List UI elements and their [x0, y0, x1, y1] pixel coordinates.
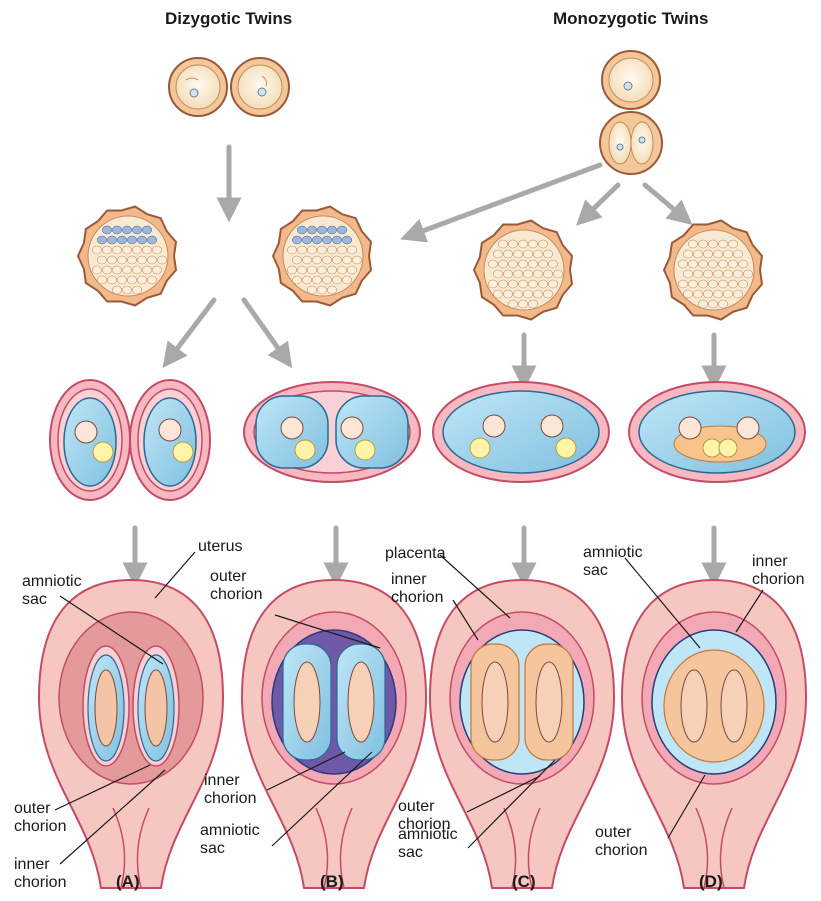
- panel-label-a: (A): [116, 872, 140, 892]
- label-line: amniotic: [398, 826, 458, 844]
- label-line: chorion: [595, 842, 647, 860]
- label-line: outer: [595, 824, 647, 842]
- uterus-diagram: [430, 580, 614, 888]
- label-line: amniotic: [583, 544, 643, 562]
- label-line: inner: [391, 571, 443, 589]
- zygote: [169, 58, 227, 116]
- label-placenta: placenta: [385, 545, 446, 563]
- label-line: chorion: [14, 874, 66, 892]
- zygote: [231, 58, 289, 116]
- blastocyst: [78, 207, 176, 306]
- label-line: sac: [398, 844, 458, 862]
- uterus-diagram: [622, 580, 806, 888]
- label-line: chorion: [752, 571, 804, 589]
- blastocyst: [474, 221, 572, 320]
- label-outer-chorion-d: outer chorion: [595, 824, 647, 860]
- dizygotic-zygotes: [169, 58, 289, 116]
- label-line: inner: [204, 772, 256, 790]
- panel-label-c: (C): [512, 872, 536, 892]
- separate-chorion-embryo: [50, 380, 130, 500]
- label-line: sac: [583, 562, 643, 580]
- monozygotic-zygotes: [600, 51, 662, 174]
- title-dizygotic: Dizygotic Twins: [165, 9, 292, 29]
- separate-chorion-embryo: [130, 380, 210, 500]
- blastocyst: [273, 207, 371, 306]
- label-line: outer: [398, 798, 450, 816]
- label-outer-chorion-b: outer chorion: [210, 568, 262, 604]
- arrow: [585, 185, 618, 217]
- label-line: inner: [14, 856, 66, 874]
- label-line: amniotic: [22, 573, 82, 591]
- label-uterus: uterus: [198, 538, 242, 556]
- embryo-C: [433, 382, 609, 482]
- label-line: outer: [14, 800, 66, 818]
- panel-label-b: (B): [320, 872, 344, 892]
- title-monozygotic: Monozygotic Twins: [553, 9, 709, 29]
- blastocyst: [664, 221, 762, 320]
- label-outer-chorion-a: outer chorion: [14, 800, 66, 836]
- embryo-D: [629, 382, 805, 482]
- label-inner-chorion-a: inner chorion: [14, 856, 66, 892]
- label-line: chorion: [204, 790, 256, 808]
- arrow: [170, 300, 214, 358]
- arrow: [244, 300, 285, 358]
- label-line: chorion: [14, 818, 66, 836]
- label-line: chorion: [210, 586, 262, 604]
- blastocysts: [78, 207, 762, 320]
- label-amniotic-sac-c: amniotic sac: [398, 826, 458, 862]
- label-line: outer: [210, 568, 262, 586]
- embryo-A: [50, 380, 210, 500]
- label-inner-chorion-c: inner chorion: [391, 571, 443, 607]
- label-amniotic-sac-d: amniotic sac: [583, 544, 643, 580]
- label-line: inner: [752, 553, 804, 571]
- label-line: sac: [200, 840, 260, 858]
- arrows: [135, 147, 714, 575]
- label-amniotic-sac-b: amniotic sac: [200, 822, 260, 858]
- arrow: [645, 185, 683, 217]
- zygote: [602, 51, 660, 109]
- panel-label-d: (D): [699, 872, 723, 892]
- embryo-B: [244, 382, 420, 482]
- label-inner-chorion-d: inner chorion: [752, 553, 804, 589]
- label-amniotic-sac-a: amniotic sac: [22, 573, 82, 609]
- uterus-diagram: [39, 580, 223, 888]
- label-line: chorion: [391, 589, 443, 607]
- label-inner-chorion-b: inner chorion: [204, 772, 256, 808]
- label-line: sac: [22, 591, 82, 609]
- two-cell-embryo: [600, 112, 662, 174]
- label-line: amniotic: [200, 822, 260, 840]
